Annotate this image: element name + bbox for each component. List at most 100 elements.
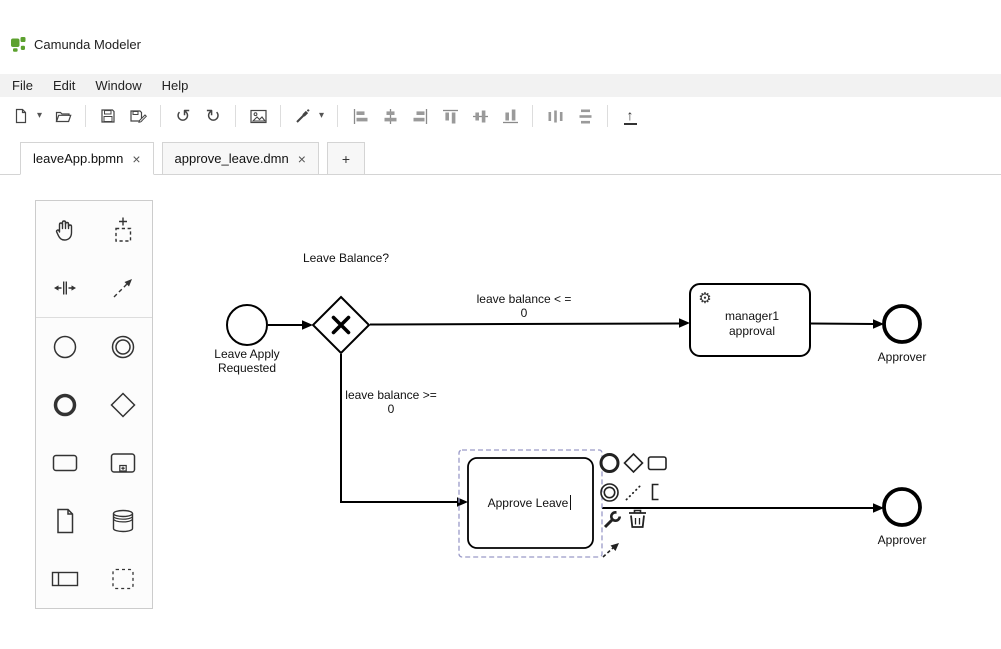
data-store-icon xyxy=(112,509,134,533)
end-event-icon xyxy=(53,393,77,417)
append-gateway-icon[interactable] xyxy=(623,452,644,474)
palette-create-data-store[interactable] xyxy=(94,492,152,550)
menu-file[interactable]: File xyxy=(12,78,33,93)
menu-edit[interactable]: Edit xyxy=(52,78,76,93)
menu-bar: File Edit Window Help xyxy=(0,74,1001,97)
undo-icon: ↺ xyxy=(175,106,191,126)
palette-hand-tool[interactable] xyxy=(36,201,94,259)
palette xyxy=(35,200,153,609)
tab-bar: leaveApp.bpmn × approve_leave.dmn × + xyxy=(0,141,1001,175)
redo-button[interactable]: ↻ xyxy=(200,103,226,129)
connect-icon[interactable] xyxy=(602,543,619,558)
append-intermediate-event-inner-icon xyxy=(603,486,616,499)
trash-icon[interactable] xyxy=(629,509,646,528)
toolbar-separator xyxy=(160,105,161,127)
flow-top-label-line2: 0 xyxy=(521,306,528,320)
flow-bottom-label-line1: leave balance >= xyxy=(345,388,436,402)
append-task-icon[interactable] xyxy=(647,456,667,471)
selection-outline xyxy=(458,449,603,558)
save-button[interactable] xyxy=(95,103,121,129)
service-task-gear-icon: ⚙ xyxy=(698,290,711,307)
toolbar-separator xyxy=(607,105,608,127)
open-folder-icon xyxy=(55,111,72,123)
chevron-down-icon: ▾ xyxy=(36,110,43,121)
palette-create-start-event[interactable] xyxy=(36,318,94,376)
sequence-flow-start-to-gateway[interactable] xyxy=(268,320,313,330)
tab-approve-leave-dmn[interactable]: approve_leave.dmn × xyxy=(161,142,319,175)
bpmn-service-task[interactable] xyxy=(689,283,811,357)
palette-global-connect-tool[interactable] xyxy=(94,259,152,317)
window-title: Camunda Modeler xyxy=(34,37,141,52)
association-icon[interactable] xyxy=(625,485,641,501)
tab-leaveapp-bpmn[interactable]: leaveApp.bpmn × xyxy=(20,142,154,175)
new-file-button[interactable] xyxy=(8,103,34,129)
bpmn-end-event-top[interactable] xyxy=(882,304,922,344)
format-paint-button[interactable] xyxy=(290,103,316,129)
new-file-dropdown[interactable]: ▾ xyxy=(33,103,46,129)
format-paint-dropdown[interactable]: ▾ xyxy=(315,103,328,129)
toolbar-separator xyxy=(85,105,86,127)
deploy-button[interactable]: ↑ xyxy=(617,103,643,129)
palette-create-end-event[interactable] xyxy=(36,376,94,434)
sequence-flow-service-task-to-end[interactable] xyxy=(810,319,884,329)
save-as-icon xyxy=(130,110,147,124)
sequence-flow-gateway-to-service-task[interactable] xyxy=(369,318,690,328)
export-image-button[interactable] xyxy=(245,103,271,129)
align-right-icon xyxy=(413,108,427,124)
start-event-icon xyxy=(53,335,77,359)
wrench-icon[interactable] xyxy=(603,509,624,529)
image-icon xyxy=(249,109,267,123)
save-as-button[interactable] xyxy=(125,103,151,129)
palette-create-participant[interactable] xyxy=(36,550,94,608)
space-tool-icon xyxy=(54,281,76,295)
palette-space-tool[interactable] xyxy=(36,259,94,317)
align-center-button[interactable] xyxy=(377,103,403,129)
new-file-icon xyxy=(15,108,27,124)
palette-lasso-tool[interactable] xyxy=(94,201,152,259)
start-event-label-line1: Leave Apply xyxy=(214,347,279,361)
undo-button[interactable]: ↺ xyxy=(170,103,196,129)
close-icon[interactable]: × xyxy=(297,150,306,167)
sequence-flow-user-task-to-end[interactable] xyxy=(602,503,884,513)
palette-create-intermediate-event[interactable] xyxy=(94,318,152,376)
align-left-icon xyxy=(353,108,367,124)
palette-create-gateway[interactable] xyxy=(94,376,152,434)
align-left-button[interactable] xyxy=(347,103,373,129)
context-pad xyxy=(599,452,667,558)
append-end-event-icon[interactable] xyxy=(599,453,620,473)
align-middle-button[interactable] xyxy=(467,103,493,129)
align-top-button[interactable] xyxy=(437,103,463,129)
open-file-button[interactable] xyxy=(50,103,76,129)
append-intermediate-event-icon[interactable] xyxy=(600,483,619,502)
tab-label: approve_leave.dmn xyxy=(174,151,289,166)
distribute-horizontal-button[interactable] xyxy=(542,103,568,129)
save-icon xyxy=(101,109,115,123)
align-right-button[interactable] xyxy=(407,103,433,129)
text-annotation-icon[interactable] xyxy=(651,483,659,501)
sequence-flow-gateway-to-user-task[interactable] xyxy=(340,354,468,507)
toolbar: ▾ ↺ ↻ ▾ xyxy=(0,97,1001,135)
palette-create-subprocess[interactable] xyxy=(94,434,152,492)
new-tab-button[interactable]: + xyxy=(326,142,365,175)
toolbar-separator xyxy=(532,105,533,127)
align-bottom-button[interactable] xyxy=(497,103,523,129)
redo-icon: ↻ xyxy=(205,106,221,126)
distribute-vertical-button[interactable] xyxy=(572,103,598,129)
gateway-icon xyxy=(110,392,136,418)
menu-window[interactable]: Window xyxy=(95,78,142,93)
palette-create-data-object[interactable] xyxy=(36,492,94,550)
bpmn-start-event[interactable] xyxy=(226,304,268,346)
menu-help[interactable]: Help xyxy=(161,78,189,93)
hand-icon xyxy=(55,220,73,241)
close-icon[interactable]: × xyxy=(132,150,141,167)
align-top-icon xyxy=(442,109,458,123)
bpmn-user-task-approve-leave[interactable] xyxy=(467,457,594,549)
arrowhead-icon xyxy=(873,503,884,513)
toolbar-separator xyxy=(235,105,236,127)
bpmn-end-event-bottom[interactable] xyxy=(882,487,922,527)
title-bar: Camunda Modeler xyxy=(10,36,141,53)
gateway-label: Leave Balance? xyxy=(303,251,389,265)
palette-create-group[interactable] xyxy=(94,550,152,608)
palette-create-task[interactable] xyxy=(36,434,94,492)
